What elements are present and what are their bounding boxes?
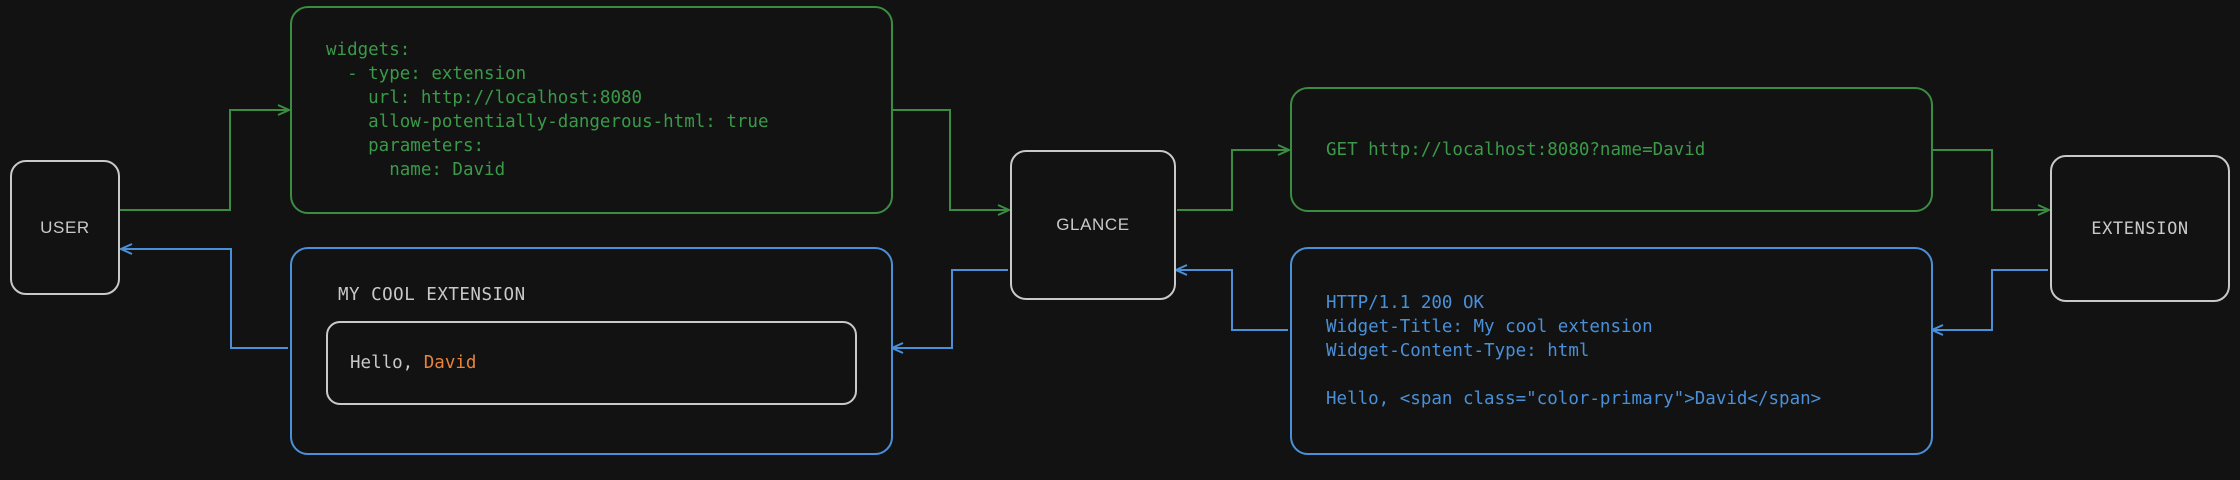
node-user[interactable]: USER bbox=[10, 160, 120, 295]
node-glance[interactable]: GLANCE bbox=[1010, 150, 1176, 300]
rendered-widget-box[interactable]: MY COOL EXTENSION Hello, David bbox=[290, 247, 893, 455]
edge-extension-to-response bbox=[1933, 269, 2048, 330]
yaml-config-text: widgets: - type: extension url: http://l… bbox=[326, 40, 769, 180]
http-request-text: GET http://localhost:8080?name=David bbox=[1326, 139, 1706, 160]
http-request-box[interactable]: GET http://localhost:8080?name=David bbox=[1290, 87, 1933, 212]
edge-widget-to-user bbox=[122, 249, 288, 349]
node-extension[interactable]: EXTENSION bbox=[2050, 155, 2230, 302]
widget-body: Hello, David bbox=[326, 321, 857, 405]
edge-glance-to-widget bbox=[893, 269, 1008, 348]
edge-glance-to-request bbox=[1177, 150, 1288, 211]
http-response-box[interactable]: HTTP/1.1 200 OK Widget-Title: My cool ex… bbox=[1290, 247, 1933, 455]
node-extension-label: EXTENSION bbox=[2091, 218, 2189, 239]
widget-greeting-text: Hello, David bbox=[350, 353, 476, 373]
widget-greeting-prefix: Hello, bbox=[350, 353, 424, 373]
widget-title: MY COOL EXTENSION bbox=[338, 285, 526, 305]
http-response-text: HTTP/1.1 200 OK Widget-Title: My cool ex… bbox=[1326, 293, 1822, 409]
node-glance-label: GLANCE bbox=[1056, 215, 1130, 234]
widget-greeting-name: David bbox=[423, 353, 477, 373]
edge-response-to-glance bbox=[1177, 270, 1288, 331]
edge-config-to-glance bbox=[893, 109, 1008, 210]
yaml-config-box[interactable]: widgets: - type: extension url: http://l… bbox=[290, 6, 893, 214]
node-user-label: USER bbox=[40, 217, 90, 237]
edge-request-to-extension bbox=[1933, 149, 2048, 210]
edge-user-to-config bbox=[120, 110, 288, 211]
